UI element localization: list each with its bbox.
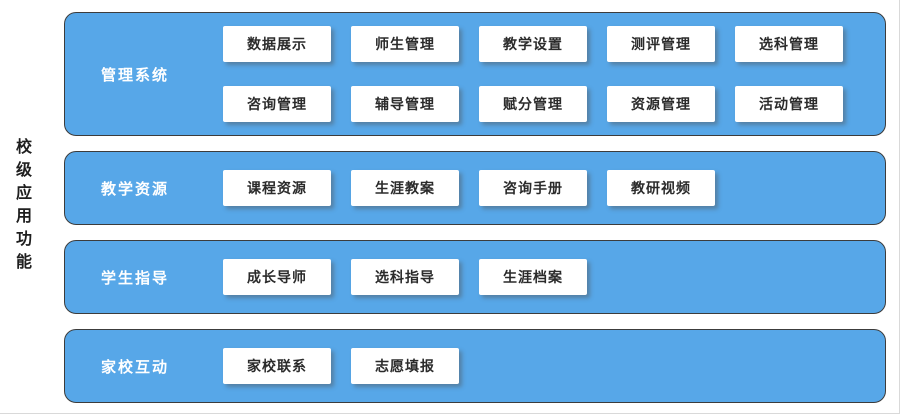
panel-rows: 家校联系 志愿填报	[223, 348, 459, 384]
panel-rows: 数据展示 师生管理 教学设置 测评管理 选科管理 咨询管理 辅导管理 赋分管理 …	[223, 26, 843, 122]
chip-application-filling: 志愿填报	[351, 348, 459, 384]
chip-row: 数据展示 师生管理 教学设置 测评管理 选科管理	[223, 26, 843, 62]
panel-label-management-system: 管理系统	[101, 65, 170, 84]
chip-row: 咨询管理 辅导管理 赋分管理 资源管理 活动管理	[223, 86, 843, 122]
chip-growth-mentor: 成长导师	[223, 259, 331, 295]
chip-tutoring-management: 辅导管理	[351, 86, 459, 122]
panel-management-system: 管理系统 数据展示 师生管理 教学设置 测评管理 选科管理 咨询管理 辅导管理 …	[64, 12, 886, 136]
chip-teaching-settings: 教学设置	[479, 26, 587, 62]
chip-consultation-handbook: 咨询手册	[479, 170, 587, 206]
chip-row: 家校联系 志愿填报	[223, 348, 459, 384]
chip-teacher-student-management: 师生管理	[351, 26, 459, 62]
chip-assessment-management: 测评管理	[607, 26, 715, 62]
chip-course-resources: 课程资源	[223, 170, 331, 206]
panel-rows: 成长导师 选科指导 生涯档案	[223, 259, 587, 295]
panel-label-home-school-interaction: 家校互动	[101, 357, 170, 376]
panel-student-guidance: 学生指导 成长导师 选科指导 生涯档案	[64, 240, 886, 314]
panel-label-student-guidance: 学生指导	[101, 268, 170, 287]
chip-row: 成长导师 选科指导 生涯档案	[223, 259, 587, 295]
chip-subject-selection-management: 选科管理	[735, 26, 843, 62]
panel-teaching-resources: 教学资源 课程资源 生涯教案 咨询手册 教研视频	[64, 151, 886, 225]
chip-resource-management: 资源管理	[607, 86, 715, 122]
chip-career-portfolio: 生涯档案	[479, 259, 587, 295]
chip-row: 课程资源 生涯教案 咨询手册 教研视频	[223, 170, 715, 206]
chip-subject-selection-guidance: 选科指导	[351, 259, 459, 295]
side-label-school-level-functions: 校级应用功能	[13, 137, 32, 276]
chip-data-display: 数据展示	[223, 26, 331, 62]
chip-activity-management: 活动管理	[735, 86, 843, 122]
chip-home-school-contact: 家校联系	[223, 348, 331, 384]
chip-career-lesson-plans: 生涯教案	[351, 170, 459, 206]
panel-rows: 课程资源 生涯教案 咨询手册 教研视频	[223, 170, 715, 206]
panels-container: 管理系统 数据展示 师生管理 教学设置 测评管理 选科管理 咨询管理 辅导管理 …	[64, 12, 886, 403]
chip-score-conversion-management: 赋分管理	[479, 86, 587, 122]
chip-consultation-management: 咨询管理	[223, 86, 331, 122]
panel-label-teaching-resources: 教学资源	[101, 179, 170, 198]
chip-teaching-research-videos: 教研视频	[607, 170, 715, 206]
panel-home-school-interaction: 家校互动 家校联系 志愿填报	[64, 329, 886, 403]
